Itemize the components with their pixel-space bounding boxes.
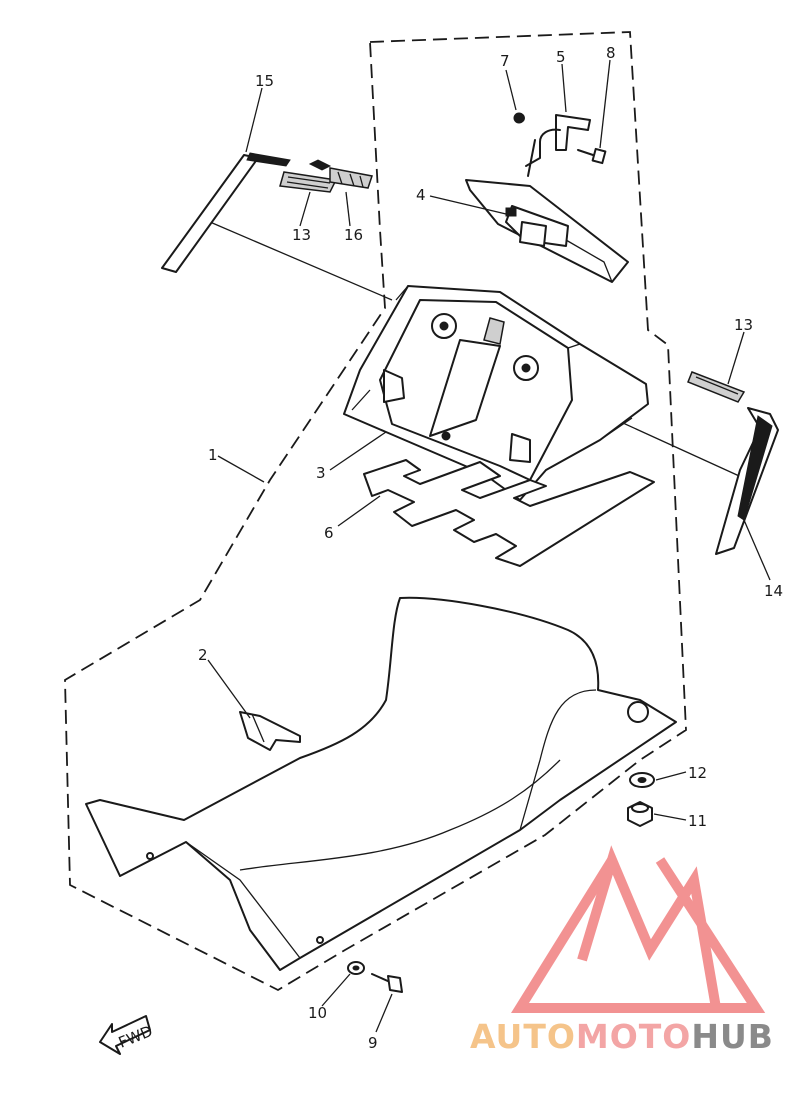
callout-2: 2 — [198, 646, 208, 664]
part-10-washer — [347, 961, 365, 975]
callout-3: 3 — [316, 464, 326, 482]
part-16-emblem-decal — [308, 159, 373, 189]
part-5-lock-hook — [515, 113, 591, 177]
watermark-brand-text: AUTOMOTOHUB — [470, 1017, 774, 1056]
callout-13-left: 13 — [292, 226, 311, 244]
logo-inner-mark — [577, 845, 721, 1009]
watermark-hub: HUB — [691, 1017, 774, 1056]
part-4-hinge-bracket — [465, 179, 629, 283]
leader-line-emblem — [209, 221, 393, 301]
callout-1: 1 — [208, 446, 218, 464]
callout-13-right: 13 — [734, 316, 753, 334]
part-15-emblem-strip — [161, 152, 291, 273]
callout-7: 7 — [500, 52, 510, 70]
part-3-tail-cowl — [343, 285, 649, 501]
watermark-auto: AUTO — [470, 1017, 576, 1056]
part-2-seat-band — [239, 711, 301, 751]
callout-8: 8 — [606, 44, 616, 62]
watermark-moto: MOTO — [576, 1017, 691, 1056]
callout-15: 15 — [255, 72, 274, 90]
part-9-bolt — [371, 973, 403, 993]
assembly-boundary — [64, 31, 687, 992]
callout-6: 6 — [324, 524, 334, 542]
callout-9: 9 — [368, 1034, 378, 1052]
part-8-bolt — [577, 147, 607, 165]
forward-direction-arrow: FWD — [99, 1015, 155, 1055]
part-14-side-trim — [715, 407, 779, 555]
part-12-washer — [629, 772, 655, 788]
part-13-decal-right — [687, 371, 746, 403]
callout-leaders — [207, 59, 771, 1033]
callout-5: 5 — [556, 48, 566, 66]
callout-16: 16 — [344, 226, 363, 244]
callout-10: 10 — [308, 1004, 327, 1022]
callout-14: 14 — [764, 582, 783, 600]
callout-12: 12 — [688, 764, 707, 782]
part-13-decal-left — [279, 171, 338, 193]
part-1-seat — [85, 596, 677, 971]
callout-11: 11 — [688, 812, 707, 830]
watermark-logo-icon — [511, 845, 766, 1013]
part-6-damper-strip — [363, 459, 655, 567]
part-11-nut — [627, 801, 653, 827]
callout-4: 4 — [416, 186, 426, 204]
part-7-screw — [513, 112, 525, 124]
